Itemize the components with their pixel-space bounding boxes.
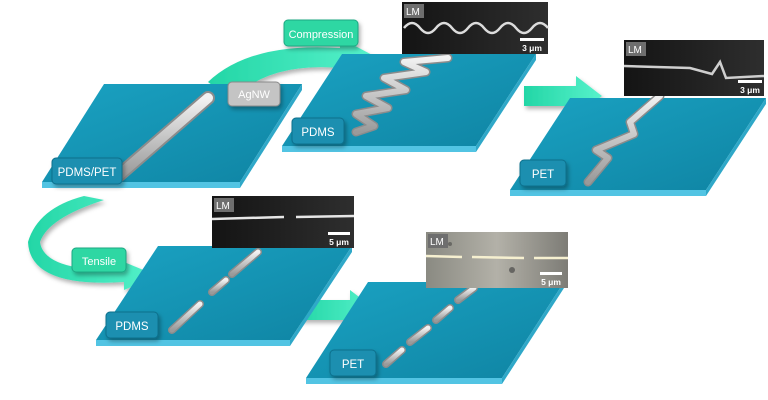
micrograph-tensile-pet: LM 5 μm	[425, 232, 568, 288]
fragmented-wire-pet	[382, 284, 478, 368]
micrograph-segment-pet-2	[471, 255, 525, 260]
substrate-label-tensile-pdms	[105, 311, 159, 339]
substrate-text-compressed-pdms: PDMS	[301, 127, 335, 139]
substrate-label-start	[51, 157, 123, 185]
agnw-text: AgNW	[238, 89, 270, 101]
substrate-label-compressed-pdms	[291, 117, 345, 145]
tensile-text: Tensile	[82, 256, 116, 268]
plate-compressed-pet: PET	[510, 91, 766, 196]
micrograph-mode-compressed-pdms: LM	[406, 7, 420, 18]
micrograph-wave-pdms	[403, 21, 549, 35]
micrograph-scale-tensile-pdms: 5 μm	[329, 237, 349, 247]
micrograph-segment-pet-1	[425, 254, 463, 259]
plate-tensile-pdms: PDMS	[96, 246, 352, 346]
substrate-text-compressed-pet: PET	[532, 169, 554, 181]
micrograph-mode-tensile-pdms: LM	[216, 201, 230, 212]
tensile-label	[71, 247, 127, 273]
micrograph-line-pet	[623, 59, 765, 80]
micrograph-compressed-pdms: LM 3 μm	[402, 2, 549, 54]
micrograph-scale-tensile-pet: 5 μm	[541, 277, 561, 287]
substrate-label-compressed-pet	[519, 159, 567, 187]
substrate-text-tensile-pdms: PDMS	[115, 321, 149, 333]
micrograph-scale-compressed-pdms: 3 μm	[522, 43, 542, 53]
plate-start: PDMS/PET AgNW	[42, 81, 302, 188]
plate-tensile-pet: PET	[306, 282, 564, 384]
micrograph-scale-compressed-pet: 3 μm	[740, 85, 760, 95]
micrograph-compressed-pet: LM 3 μm	[623, 40, 765, 96]
substrate-text-start: PDMS/PET	[58, 167, 117, 179]
agnw-label	[227, 81, 281, 107]
plate-compressed-pdms: PDMS	[282, 53, 536, 152]
compression-label	[283, 19, 359, 47]
micrograph-segment-pdms-2	[295, 214, 355, 219]
substrate-label-tensile-pet	[329, 349, 377, 377]
micrograph-tensile-pdms: LM 5 μm	[211, 196, 355, 248]
fragmented-wire-pdms	[168, 248, 262, 334]
micrograph-mode-compressed-pet: LM	[628, 45, 642, 56]
micrograph-segment-pdms-1	[211, 215, 285, 221]
compression-text: Compression	[289, 29, 354, 41]
substrate-text-tensile-pet: PET	[342, 359, 364, 371]
micrograph-mode-tensile-pet: LM	[430, 237, 444, 248]
